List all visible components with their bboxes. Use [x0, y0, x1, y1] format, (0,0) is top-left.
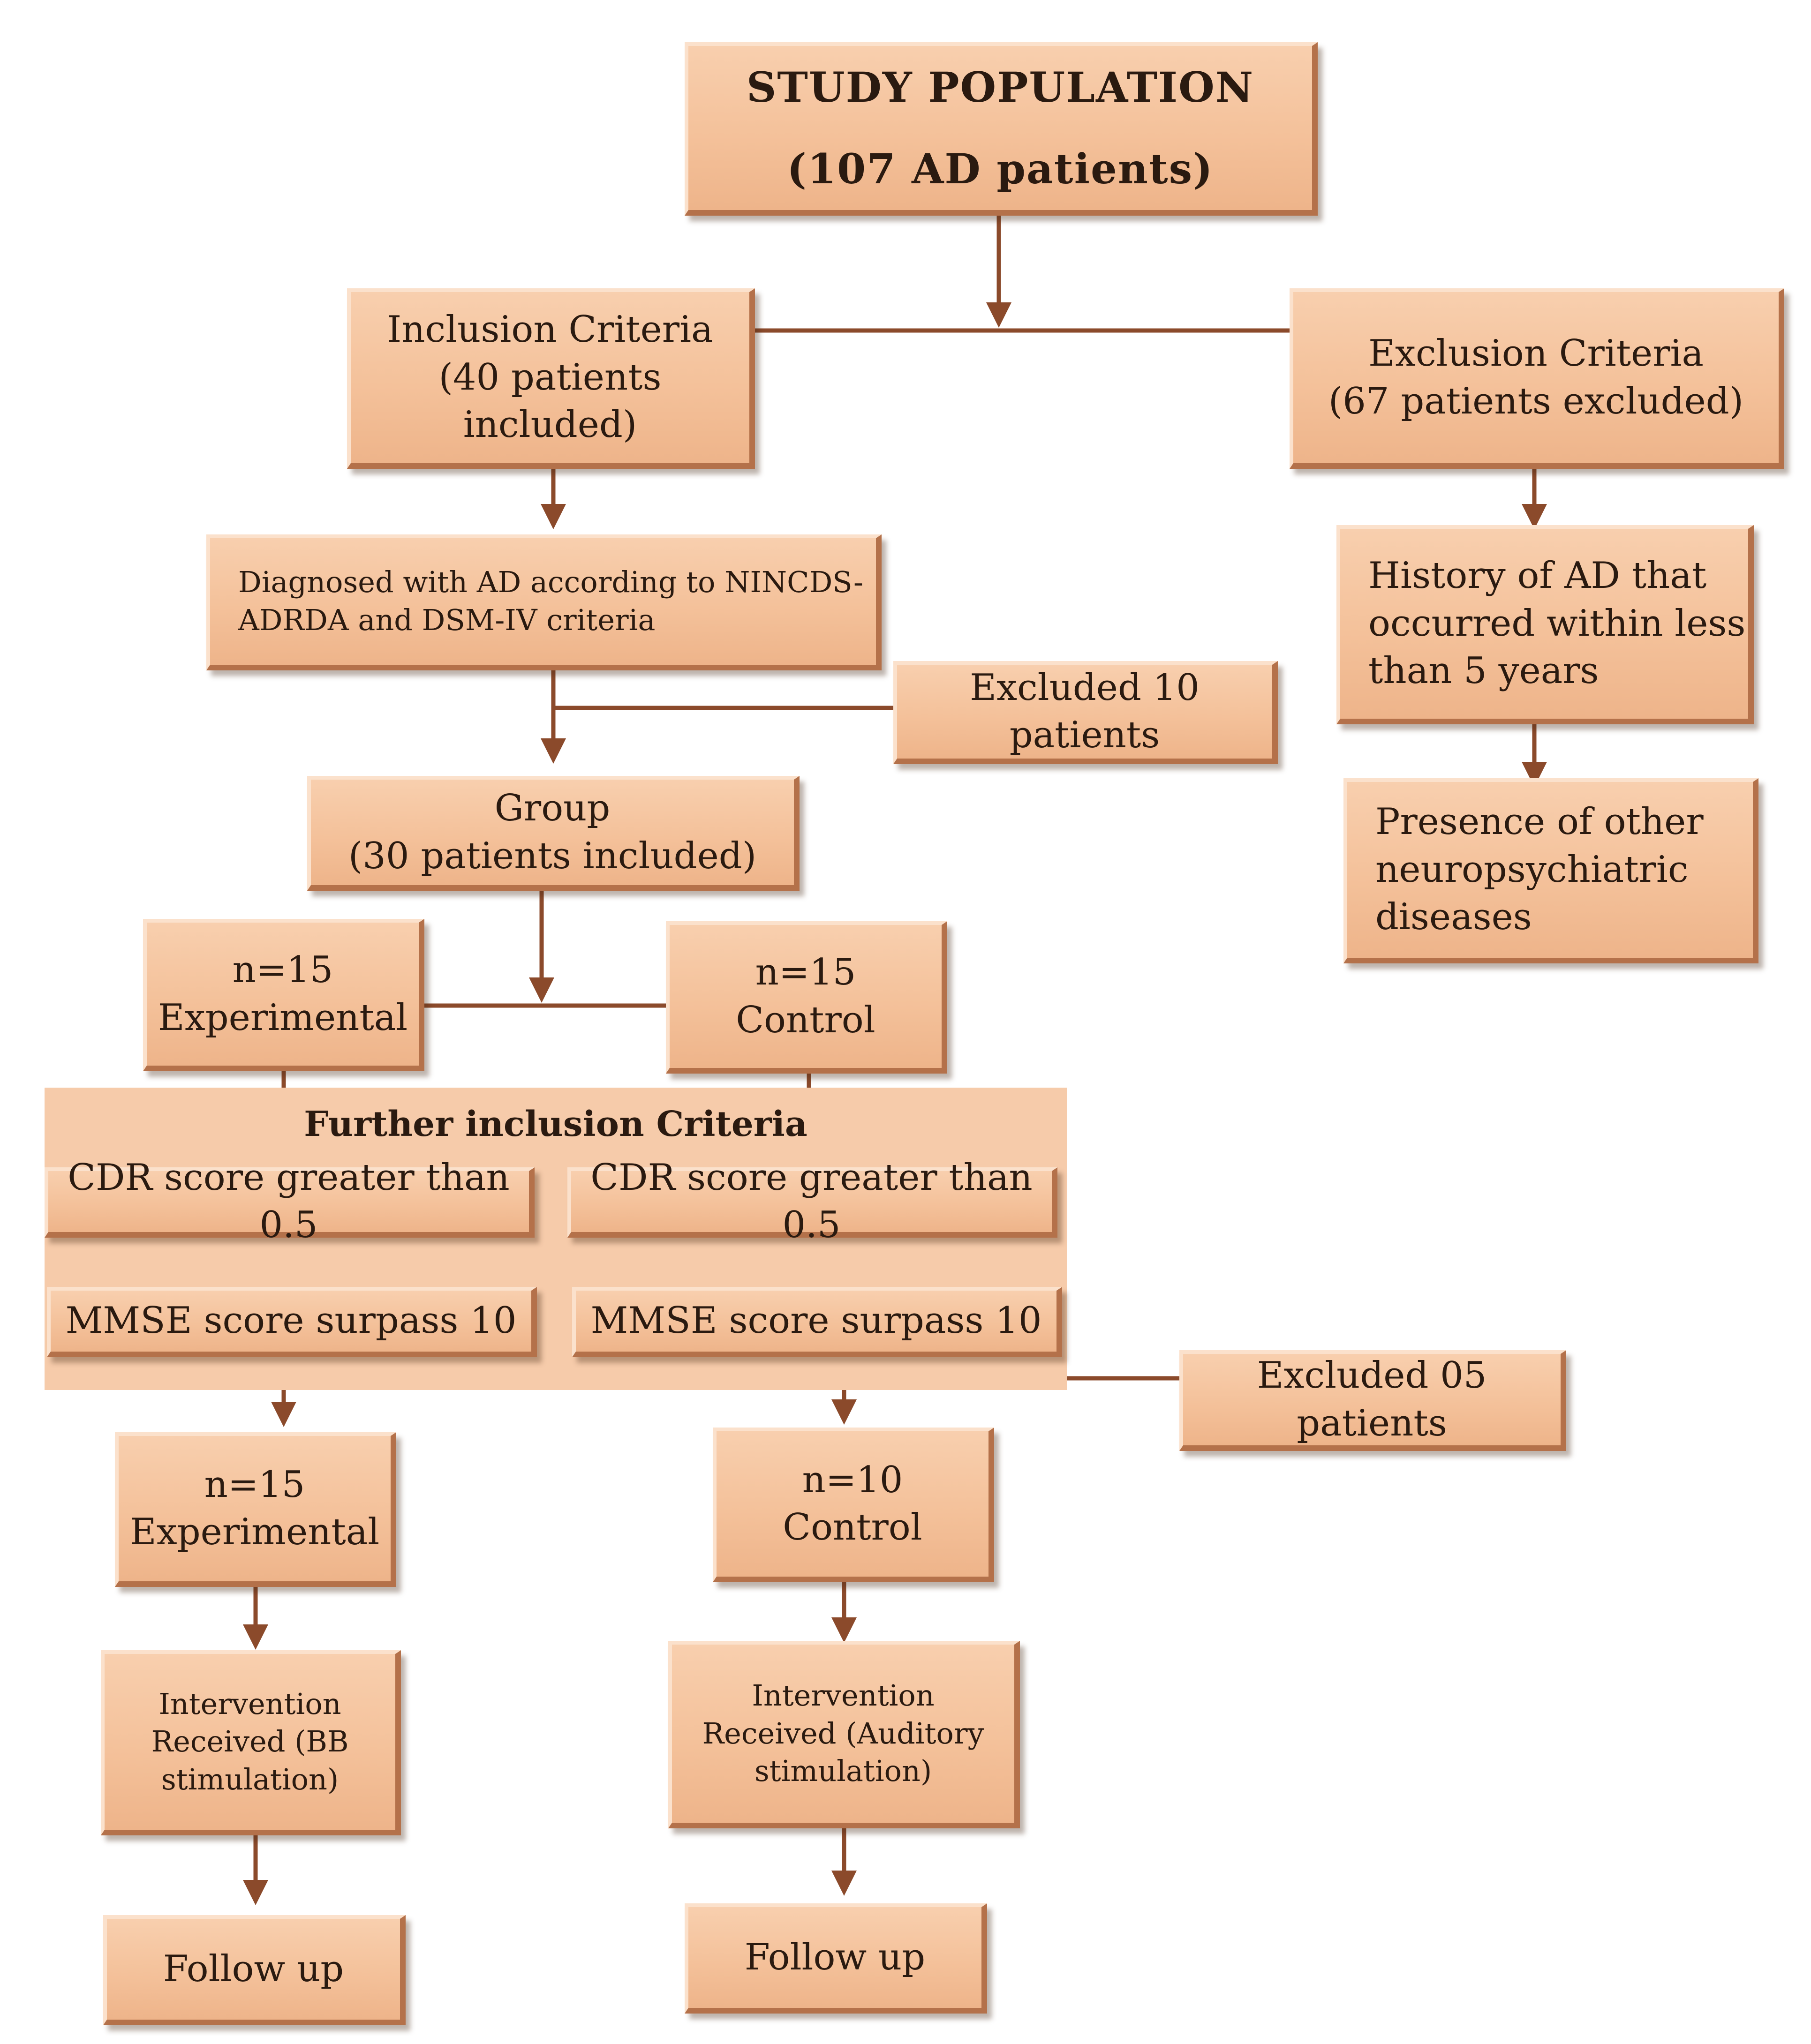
- control-initial-n: n=15: [755, 951, 856, 994]
- follow-up-right-label: Follow up: [744, 1936, 926, 1978]
- group-count: (30 patients included): [348, 834, 757, 877]
- presence-box: Presence of other neuropsychiatric disea…: [1343, 778, 1758, 963]
- control-final-label: Control: [783, 1506, 922, 1548]
- study-population-box: STUDY POPULATION (107 AD patients): [685, 42, 1318, 216]
- diagnosed-line-2: ADRDA and DSM-IV criteria: [238, 603, 656, 637]
- experimental-final-box: n=15 Experimental: [115, 1432, 396, 1587]
- intervention-right-line-2: Received (Auditory: [702, 1716, 984, 1751]
- excluded-10-label: Excluded 10 patients: [970, 666, 1200, 756]
- intervention-right-line-1: Intervention: [752, 1678, 935, 1713]
- cdr-right-label: CDR score greater than 0.5: [590, 1156, 1033, 1246]
- follow-up-left-box: Follow up: [103, 1915, 406, 2025]
- group-title: Group: [494, 787, 611, 830]
- intervention-right-box: Intervention Received (Auditory stimulat…: [668, 1641, 1020, 1828]
- follow-up-left-label: Follow up: [163, 1947, 344, 1990]
- further-inclusion-title: Further inclusion Criteria: [304, 1104, 807, 1144]
- inclusion-criteria-title: Inclusion Criteria: [387, 308, 713, 351]
- study-population-count: (107 AD patients): [787, 144, 1214, 193]
- exclusion-criteria-count: (67 patients excluded): [1328, 380, 1744, 422]
- history-line-1: History of AD that: [1368, 555, 1707, 597]
- cdr-left-box: CDR score greater than 0.5: [45, 1157, 535, 1246]
- history-line-3: than 5 years: [1368, 650, 1599, 692]
- intervention-left-line-2: Received (BB: [151, 1724, 349, 1759]
- excluded-05-label: Excluded 05 patients: [1257, 1354, 1487, 1444]
- excluded-10-box: Excluded 10 patients: [893, 661, 1278, 764]
- history-box: History of AD that occurred within less …: [1336, 525, 1754, 724]
- exclusion-criteria-box: Exclusion Criteria (67 patients excluded…: [1290, 288, 1784, 469]
- intervention-right-line-3: stimulation): [754, 1754, 932, 1788]
- excluded-05-box: Excluded 05 patients: [1179, 1350, 1566, 1451]
- exclusion-criteria-title: Exclusion Criteria: [1368, 332, 1704, 375]
- presence-line-3: diseases: [1375, 896, 1532, 939]
- mmse-left-box: MMSE score surpass 10: [47, 1287, 537, 1357]
- study-population-title: STUDY POPULATION: [746, 62, 1254, 112]
- presence-line-2: neuropsychiatric: [1375, 848, 1689, 891]
- control-initial-label: Control: [736, 999, 875, 1041]
- experimental-final-n: n=15: [204, 1463, 305, 1506]
- inclusion-criteria-box: Inclusion Criteria (40 patients included…: [347, 288, 755, 469]
- control-final-n: n=10: [802, 1458, 903, 1501]
- control-initial-box: n=15 Control: [666, 921, 947, 1074]
- mmse-left-label: MMSE score surpass 10: [65, 1300, 517, 1342]
- experimental-initial-box: n=15 Experimental: [143, 919, 424, 1071]
- intervention-left-line-1: Intervention: [158, 1686, 341, 1721]
- inclusion-criteria-count: (40 patients included): [438, 356, 662, 446]
- presence-line-1: Presence of other: [1375, 801, 1704, 843]
- intervention-left-box: Intervention Received (BB stimulation): [101, 1650, 401, 1835]
- cdr-right-box: CDR score greater than 0.5: [567, 1157, 1057, 1246]
- group-box: Group (30 patients included): [307, 776, 800, 891]
- cdr-left-label: CDR score greater than 0.5: [68, 1156, 510, 1246]
- mmse-right-box: MMSE score surpass 10: [572, 1287, 1062, 1357]
- mmse-right-label: MMSE score surpass 10: [590, 1300, 1042, 1342]
- experimental-initial-n: n=15: [232, 949, 333, 992]
- history-line-2: occurred within less: [1368, 602, 1746, 645]
- diagnosed-criteria-box: Diagnosed with AD according to NINCDS- A…: [206, 534, 882, 670]
- follow-up-right-box: Follow up: [685, 1903, 987, 2014]
- control-final-box: n=10 Control: [713, 1428, 994, 1582]
- experimental-final-label: Experimental: [129, 1511, 380, 1553]
- experimental-initial-label: Experimental: [158, 996, 408, 1039]
- diagnosed-line-1: Diagnosed with AD according to NINCDS-: [238, 565, 863, 600]
- intervention-left-line-3: stimulation): [161, 1762, 339, 1796]
